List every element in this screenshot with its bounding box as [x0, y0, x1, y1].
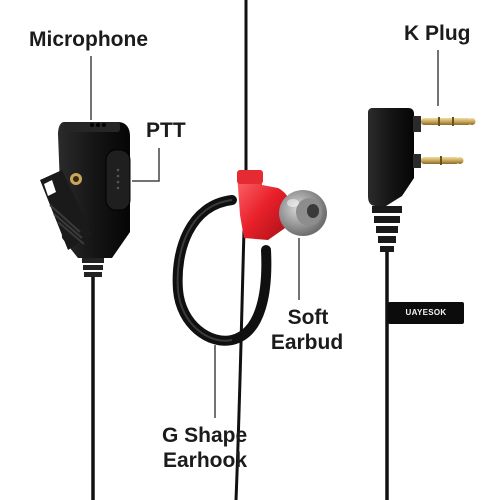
- ptt-microphone-unit: [40, 122, 131, 277]
- ptt-label: PTT: [146, 119, 186, 142]
- soft-label: Soft: [287, 306, 329, 329]
- brand-tag: [388, 302, 464, 324]
- k-plug-label: K Plug: [404, 22, 471, 45]
- g-shape-label: G Shape: [162, 424, 248, 447]
- center-cable-lower: [234, 229, 246, 500]
- k-plug: [368, 108, 476, 252]
- soft-earbud: [237, 170, 327, 240]
- ptt-leader: [132, 148, 160, 182]
- g-shape-earhook: [172, 195, 272, 346]
- brand-tag-text: UAYESOK: [405, 308, 447, 317]
- microphone-label: Microphone: [29, 28, 148, 51]
- earbud-label: Earbud: [270, 331, 344, 354]
- earhook-label: Earhook: [163, 449, 248, 472]
